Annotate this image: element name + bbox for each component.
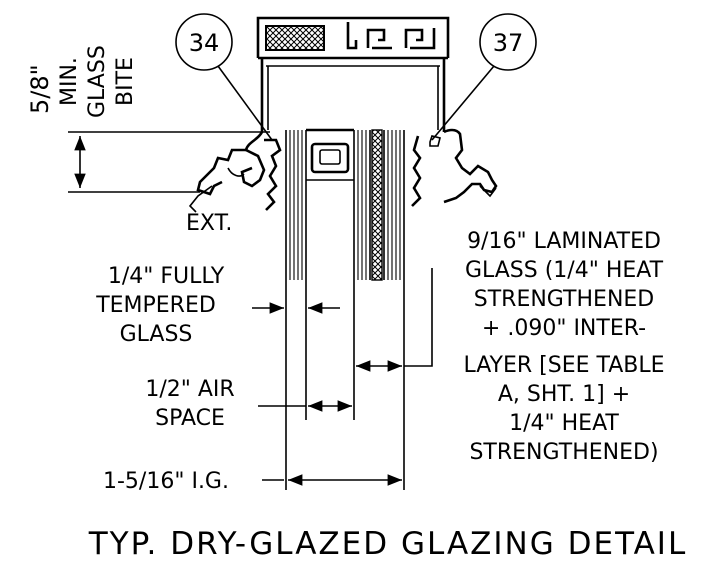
- right-gasket: [411, 128, 498, 207]
- left-gasket: [188, 131, 282, 213]
- callout-34-number: 34: [189, 29, 220, 57]
- overall-ig-label: 1-5/16" I.G.: [103, 469, 229, 494]
- air-space-line-1: 1/2" AIR: [145, 377, 234, 402]
- air-space-line-2: SPACE: [155, 406, 225, 431]
- tempered-glass-label: 1/4" FULLY TEMPERED GLASS: [95, 264, 225, 347]
- bite-line-2: MIN.: [57, 57, 82, 106]
- mullion-frame: [256, 16, 450, 132]
- tempered-thickness-dimension: [252, 280, 340, 490]
- callout-37-number: 37: [493, 29, 524, 57]
- laminated-line-8: STRENGTHENED): [469, 440, 658, 465]
- laminated-glass-lite: [353, 129, 405, 281]
- bite-line-3: GLASS: [85, 45, 110, 118]
- bite-line-1: 5/8": [26, 64, 54, 114]
- tempered-line-2: TEMPERED: [95, 293, 216, 318]
- laminated-line-6: A, SHT. 1] +: [498, 382, 630, 407]
- tempered-line-3: GLASS: [120, 322, 193, 347]
- laminated-line-2: GLASS (1/4" HEAT: [465, 258, 664, 283]
- laminated-line-3: STRENGTHENED: [474, 287, 655, 312]
- air-space-dimension: [258, 280, 355, 420]
- laminated-thickness-dimension: [356, 268, 433, 490]
- glass-bite-dimension: 5/8" MIN. GLASS BITE: [26, 45, 270, 193]
- callout-37: 37: [431, 13, 537, 141]
- bite-line-4: BITE: [113, 57, 138, 106]
- tempered-glass-lite: [285, 130, 307, 280]
- laminated-line-4: + .090" INTER-: [482, 316, 646, 341]
- spacer-block: [306, 128, 354, 181]
- air-space-label: 1/2" AIR SPACE: [145, 377, 234, 431]
- laminated-line-1: 9/16" LAMINATED: [467, 229, 661, 254]
- laminated-glass-label: 9/16" LAMINATED GLASS (1/4" HEAT STRENGT…: [463, 229, 664, 465]
- laminated-line-5: LAYER [SEE TABLE: [463, 353, 664, 378]
- tempered-line-1: 1/4" FULLY: [108, 264, 225, 289]
- callout-34: 34: [175, 13, 273, 141]
- detail-title: TYP. DRY-GLAZED GLAZING DETAIL: [88, 526, 687, 562]
- exterior-label: EXT.: [186, 211, 232, 236]
- laminated-line-7: 1/4" HEAT: [509, 411, 619, 436]
